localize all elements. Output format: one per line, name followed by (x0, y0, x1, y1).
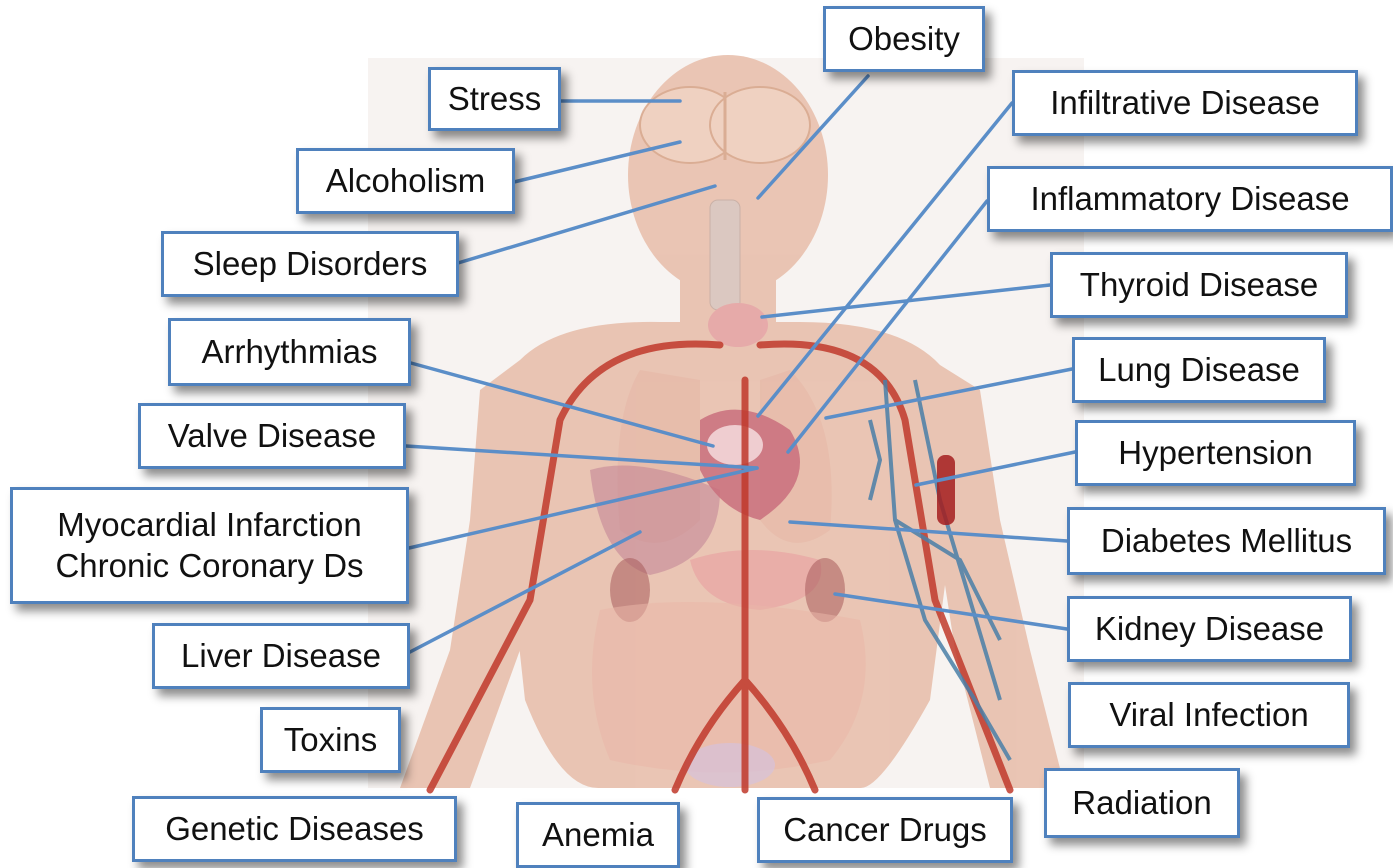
label-diabetes-mellitus: Diabetes Mellitus (1067, 507, 1386, 575)
label-infiltrative-disease: Infiltrative Disease (1012, 70, 1358, 136)
label-alcoholism: Alcoholism (296, 148, 515, 214)
label-cancer-drugs: Cancer Drugs (757, 797, 1013, 863)
label-hypertension: Hypertension (1075, 420, 1356, 486)
label-thyroid-disease: Thyroid Disease (1050, 252, 1348, 318)
label-lung-disease: Lung Disease (1072, 337, 1326, 403)
label-genetic-diseases: Genetic Diseases (132, 796, 457, 862)
label-stress: Stress (428, 67, 561, 131)
vessel-cutaway (937, 455, 955, 525)
label-myocardial-infarction: Myocardial Infarction Chronic Coronary D… (10, 487, 409, 604)
label-sleep-disorders: Sleep Disorders (161, 231, 459, 297)
label-inflammatory-disease: Inflammatory Disease (987, 166, 1393, 232)
brain-shape (640, 87, 810, 163)
label-kidney-disease: Kidney Disease (1067, 596, 1352, 662)
label-liver-disease: Liver Disease (152, 623, 410, 689)
label-anemia: Anemia (516, 802, 680, 868)
label-toxins: Toxins (260, 707, 401, 773)
label-valve-disease: Valve Disease (138, 403, 406, 469)
label-viral-infection: Viral Infection (1068, 682, 1350, 748)
label-obesity: Obesity (823, 6, 985, 72)
label-radiation: Radiation (1044, 768, 1240, 838)
label-arrhythmias: Arrhythmias (168, 318, 411, 386)
